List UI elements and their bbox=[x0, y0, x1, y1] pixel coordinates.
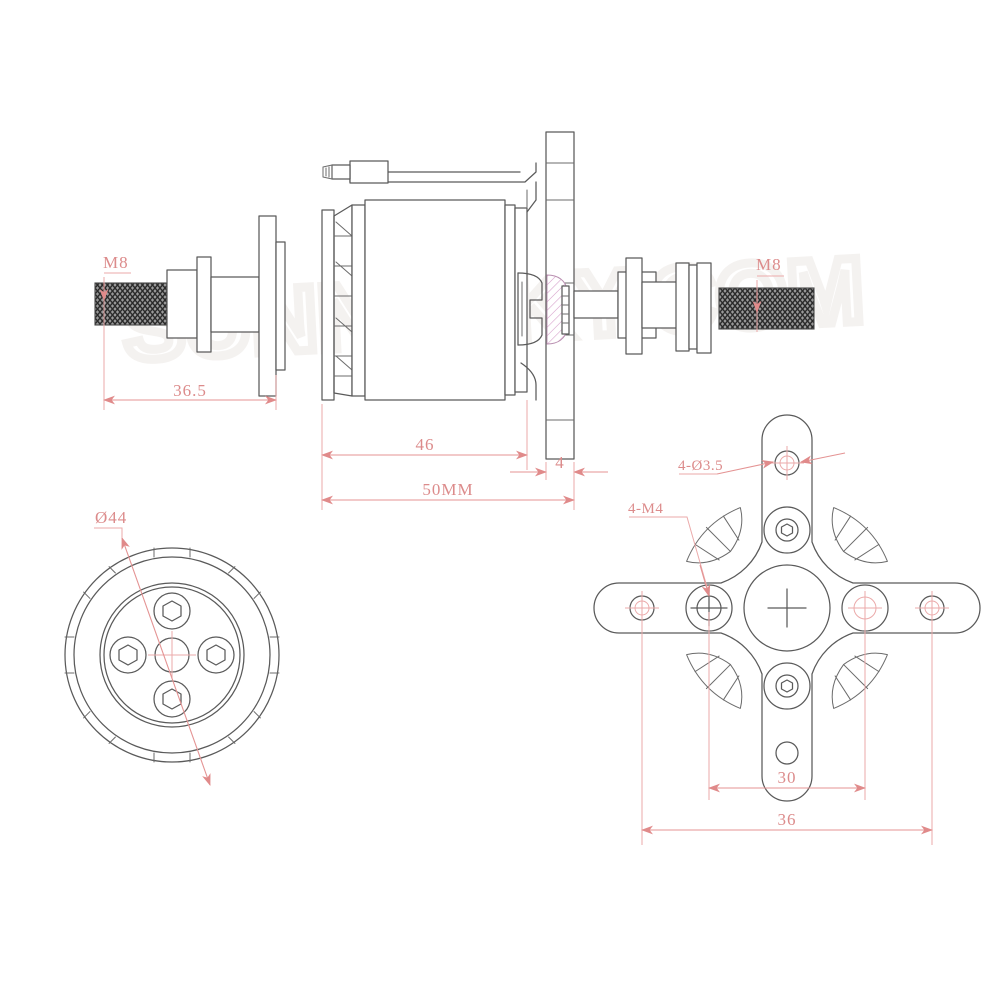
label-m8-left: M8 bbox=[103, 253, 129, 272]
dimension-30: 30 bbox=[707, 612, 867, 800]
label-50mm: 50MM bbox=[422, 480, 473, 499]
hex-insert-bottom bbox=[763, 662, 811, 710]
bell-silhouette-detail bbox=[686, 507, 888, 709]
stator-base-mount bbox=[517, 131, 575, 460]
main-assembly-side-view: M8 36.5 46 4 50MM bbox=[94, 131, 815, 510]
label-4: 4 bbox=[555, 453, 565, 472]
motor-lead-wires bbox=[322, 160, 537, 401]
dimension-4: 4 bbox=[510, 453, 608, 480]
label-m8-right: M8 bbox=[756, 255, 782, 274]
right-shaft-assembly bbox=[573, 257, 815, 355]
hex-insert-top bbox=[763, 506, 811, 554]
front-circular-view bbox=[64, 547, 280, 763]
dimension-m8-right: M8 bbox=[752, 255, 784, 332]
label-36: 36 bbox=[778, 810, 797, 829]
dimension-4-dia-3-5: 4-Ø3.5 bbox=[678, 452, 846, 475]
dimension-diameter-44: Ø44 bbox=[94, 508, 211, 787]
bottom-through-hole bbox=[775, 741, 799, 765]
dimension-36-5: 36.5 bbox=[102, 330, 278, 410]
label-36-5: 36.5 bbox=[173, 381, 207, 400]
left-threaded-shaft bbox=[94, 215, 286, 397]
motor-bell-housing bbox=[321, 199, 528, 401]
mount-hole-top bbox=[770, 446, 804, 480]
label-4-m4: 4-M4 bbox=[628, 501, 663, 517]
label-30: 30 bbox=[778, 768, 797, 787]
label-46: 46 bbox=[416, 435, 435, 454]
label-4-dia-3-5: 4-Ø3.5 bbox=[678, 458, 723, 474]
dimension-50mm: 50MM bbox=[320, 455, 576, 510]
dimension-36: 36 bbox=[640, 612, 934, 845]
rim-notches bbox=[64, 547, 280, 763]
mount-plate-cross-view bbox=[593, 414, 981, 802]
label-diameter-44: Ø44 bbox=[95, 508, 127, 527]
dimension-4-m4: 4-M4 bbox=[628, 501, 711, 598]
